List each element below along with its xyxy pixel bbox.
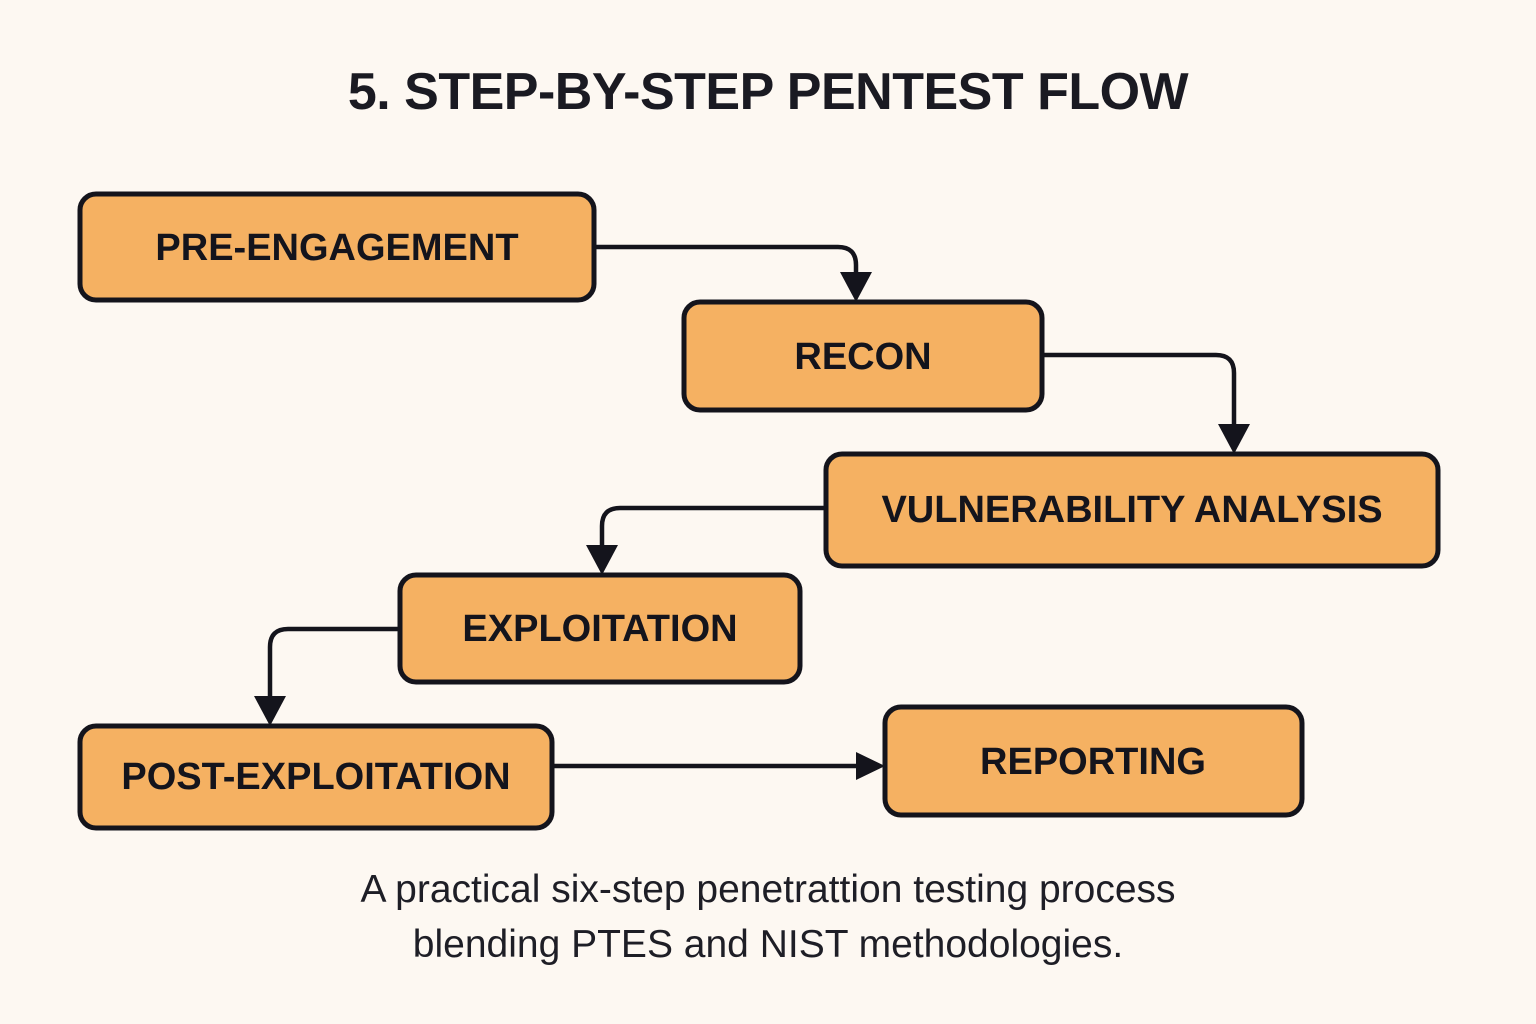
arrowhead-icon [840, 272, 872, 302]
node-pre-engagement-box[interactable] [77, 191, 597, 303]
edge-vulnerability-to-exploitation [586, 505, 826, 575]
node-post-exploitation[interactable]: POST-EXPLOITATION [77, 723, 555, 831]
diagram-caption: A practical six-step penetrattion testin… [0, 862, 1536, 973]
edge-exploitation-to-post-exploitation [254, 626, 400, 726]
edge-recon-to-vulnerability [1042, 352, 1250, 454]
node-exploitation-box[interactable] [397, 572, 803, 685]
node-vulnerability-analysis[interactable]: VULNERABILITY ANALYSIS [823, 451, 1441, 569]
node-reporting-box[interactable] [882, 704, 1305, 818]
arrowhead-icon [856, 752, 885, 780]
connector-group [254, 244, 1250, 780]
arrowhead-icon [586, 545, 618, 575]
caption-line-1: A practical six-step penetrattion testin… [360, 868, 1176, 911]
node-vulnerability-analysis-box[interactable] [823, 451, 1441, 569]
node-recon-box[interactable] [681, 299, 1045, 413]
node-post-exploitation-box[interactable] [77, 723, 555, 831]
node-pre-engagement[interactable]: PRE-ENGAGEMENT [77, 191, 597, 303]
node-reporting[interactable]: REPORTING [882, 704, 1305, 818]
page-title: 5. STEP-BY-STEP PENTEST FLOW [347, 63, 1189, 121]
node-vulnerability-analysis-label: VULNERABILITY ANALYSIS [881, 489, 1382, 531]
node-post-exploitation-label: POST-EXPLOITATION [121, 756, 510, 798]
arrowhead-icon [1218, 424, 1250, 454]
node-reporting-label: REPORTING [980, 741, 1206, 783]
node-pre-engagement-label: PRE-ENGAGEMENT [155, 227, 518, 269]
node-exploitation-label: EXPLOITATION [462, 608, 737, 650]
node-exploitation[interactable]: EXPLOITATION [397, 572, 803, 685]
caption-line-2: blending PTES and NIST methodologies. [412, 923, 1124, 967]
edge-pre-engagement-to-recon [594, 244, 872, 302]
edge-post-exploitation-to-reporting [552, 752, 885, 780]
arrowhead-icon [254, 696, 286, 726]
node-recon-label: RECON [794, 336, 931, 378]
node-recon[interactable]: RECON [681, 299, 1045, 413]
